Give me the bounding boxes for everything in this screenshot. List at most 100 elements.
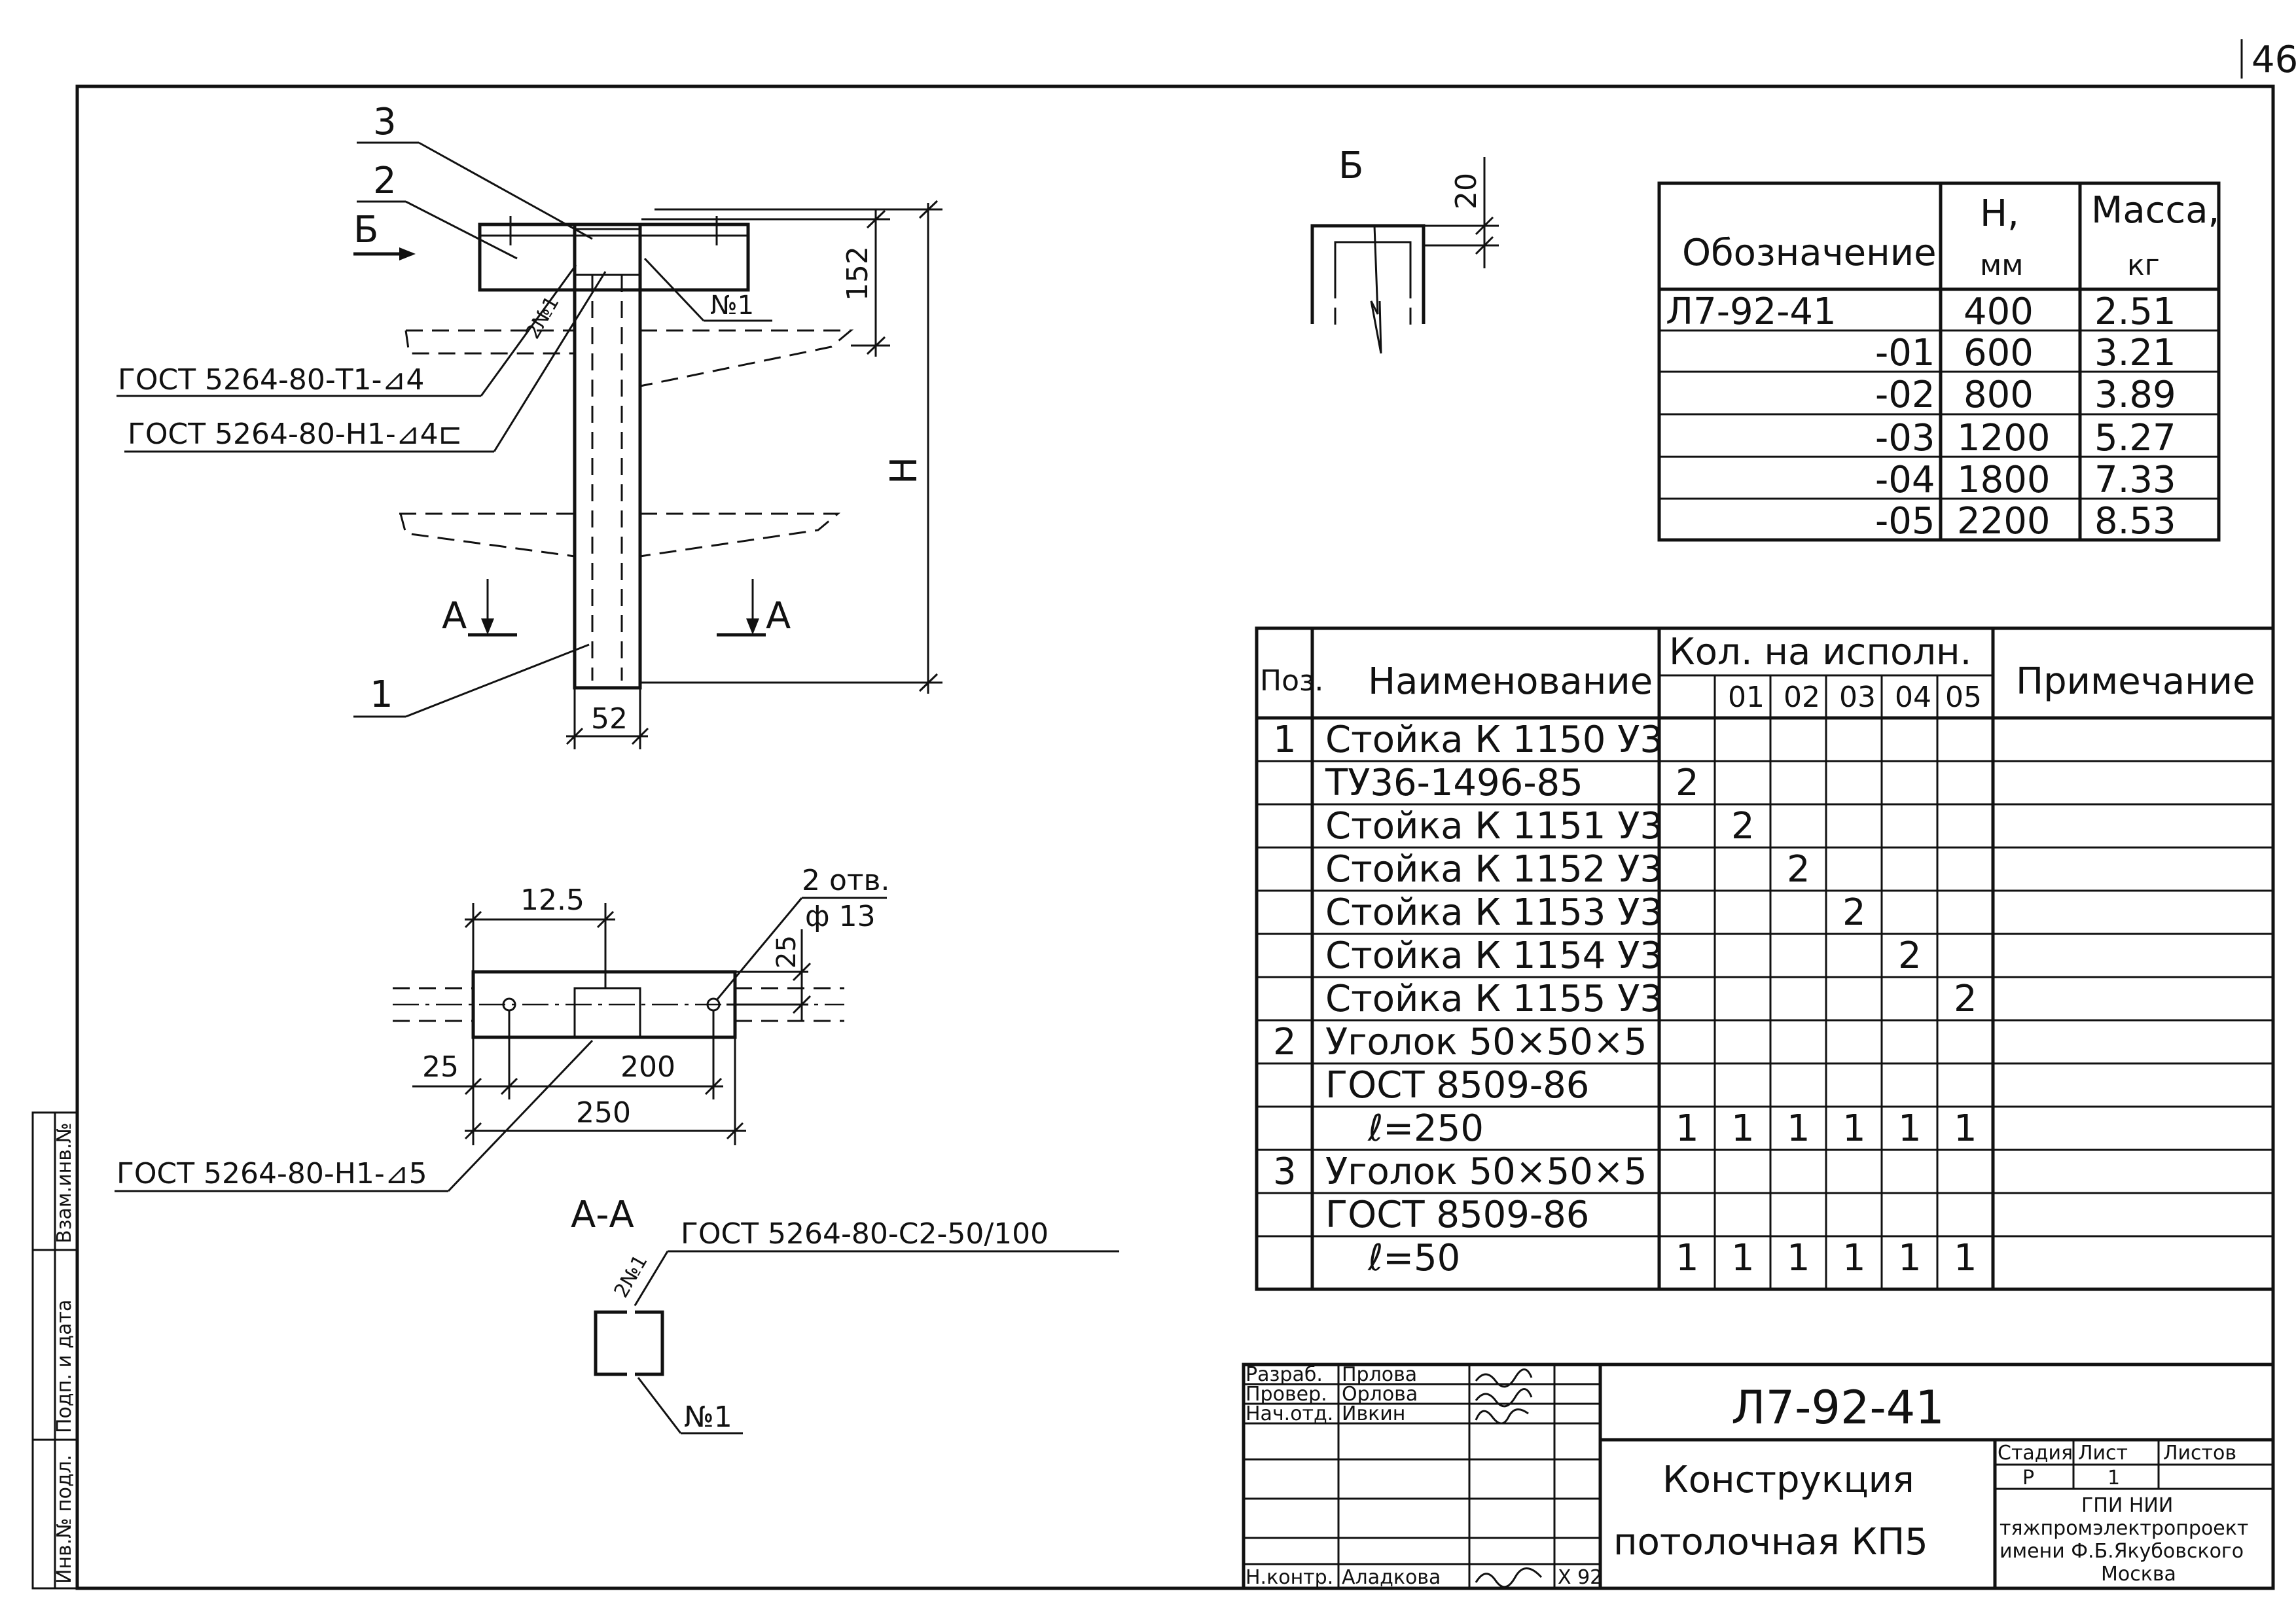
spec-col-03: 03 <box>1839 681 1876 714</box>
spec-col-05: 05 <box>1945 681 1982 714</box>
variants-h: 2200 <box>1957 500 2051 543</box>
org-line-1: ГПИ НИИ <box>2081 1494 2173 1517</box>
signature-2 <box>1475 1388 1533 1408</box>
variants-h: 800 <box>1964 374 2034 416</box>
main-view: А А Б 3 2 1 №1 2№1 ГОСТ 5264-80-Т1-⊿4 ГО… <box>117 101 942 749</box>
gost-weld-n1-label: ГОСТ 5264-80-Н1-⊿4⊏ <box>128 418 462 451</box>
spec-qty: 1 <box>1731 1107 1755 1150</box>
variants-mass: 3.21 <box>2094 332 2176 374</box>
side-stamp: Инв.№ подл. Подп. и дата Взам.инв.№ <box>31 1111 79 1590</box>
spec-name: Стойка К 1154 У3 <box>1325 935 1663 977</box>
weld-leg-2no1: 2№1 <box>522 292 564 343</box>
spec-row-lines <box>1257 760 2273 1238</box>
side-stamp-inv: Инв.№ подл. <box>53 1455 76 1584</box>
spec-row: ГОСТ 8509-86 <box>1325 1064 1589 1107</box>
staff-role-norm-control: Н.контр. <box>1246 1566 1333 1589</box>
staff-name-developer: Прлова <box>1342 1363 1417 1386</box>
view-b-outline <box>1310 224 1426 324</box>
spec-qty: 2 <box>1842 891 1866 934</box>
variants-row-4: -04 1800 7.33 <box>1875 459 2176 501</box>
spec-qty: 1 <box>1676 1107 1699 1150</box>
spec-qty: 1 <box>1898 1237 1922 1279</box>
spec-name: ТУ36-1496-85 <box>1325 762 1583 804</box>
spec-qty: 1 <box>1842 1237 1866 1279</box>
dim-25-left: 25 <box>422 1050 459 1084</box>
variants-header-mass: Масса, <box>2091 189 2219 232</box>
dim-h: Н <box>883 457 925 484</box>
dim-200: 200 <box>620 1050 675 1084</box>
spec-qty: 2 <box>1731 805 1755 847</box>
dim-152: 152 <box>841 246 874 301</box>
title-line-2: потолочная КП5 <box>1613 1521 1928 1563</box>
staff-role-checker: Провер. <box>1246 1383 1327 1406</box>
variants-h: 1200 <box>1957 417 2051 459</box>
section-aa-right-angle <box>635 1310 664 1376</box>
variants-header-h: Н, <box>1980 192 2019 235</box>
dim-25-right: 25 <box>772 935 802 969</box>
side-stamp-replace: Взам.инв.№ <box>53 1122 76 1243</box>
spec-row: ГОСТ 8509-86 <box>1325 1194 1589 1236</box>
variants-row-0: Л7-92-41 400 2.51 <box>1666 291 2176 333</box>
variants-mass: 8.53 <box>2094 500 2176 543</box>
staff-name-norm-control: Аладкова <box>1342 1566 1441 1589</box>
variants-header-mass-unit: кг <box>2127 249 2160 282</box>
callout-2: 2 <box>373 160 397 202</box>
spec-name: ГОСТ 8509-86 <box>1325 1064 1589 1107</box>
org-line-3: имени Ф.Б.Якубовского <box>2000 1540 2244 1563</box>
staff-role-head: Нач.отд. <box>1246 1402 1333 1425</box>
spec-name: Уголок 50×50×5 <box>1325 1021 1647 1063</box>
spec-name: Стойка К 1155 У3 <box>1325 978 1663 1020</box>
spec-qty: 1 <box>1954 1107 1977 1150</box>
spec-qty: 1 <box>1842 1107 1866 1150</box>
variants-h: 400 <box>1964 291 2034 333</box>
variants-table: Обозначение Н, мм Масса, кг Л7-92-41 400… <box>1657 181 2221 543</box>
variants-row-1: -01 600 3.21 <box>1875 332 2176 374</box>
holes-note-2: ф 13 <box>805 900 876 933</box>
spec-col-02: 02 <box>1784 681 1820 714</box>
org-line-2: тяжпромэлектропроект <box>2000 1517 2248 1540</box>
spec-qty: 2 <box>1676 762 1699 804</box>
spec-name: Стойка К 1152 У3 <box>1325 848 1663 891</box>
dim-12-5: 12.5 <box>520 883 584 917</box>
variants-designation: -01 <box>1875 332 1935 374</box>
section-aa-gost-label: ГОСТ 5264-80-С2-50/100 <box>681 1217 1049 1251</box>
variants-mass: 3.89 <box>2094 374 2176 416</box>
spec-qty: 1 <box>1787 1237 1810 1279</box>
variants-mass: 2.51 <box>2094 291 2176 333</box>
spec-header-note: Примечание <box>2016 660 2255 703</box>
spec-qty: 1 <box>1898 1107 1922 1150</box>
staff-name-checker: Орлова <box>1342 1383 1418 1406</box>
sheet-number: 46 <box>2251 39 2296 81</box>
spec-row: ТУ36-1496-85 2 <box>1325 762 1699 804</box>
spec-qty: 1 <box>1676 1237 1699 1279</box>
section-a-label-right: А <box>766 595 791 637</box>
spec-qty: 2 <box>1954 978 1977 1020</box>
plan-view: 12.5 2 отв. ф 13 25 25 200 250 ГОСТ 5264… <box>115 864 889 1192</box>
plan-post <box>573 987 641 1039</box>
spec-row: Стойка К 1155 У3 2 <box>1325 978 1977 1020</box>
variants-row-5: -05 2200 8.53 <box>1875 500 2176 543</box>
variants-row-2: -02 800 3.89 <box>1875 374 2176 416</box>
variants-h: 1800 <box>1957 459 2051 501</box>
sheet-label: Лист <box>2078 1442 2128 1465</box>
angle-pos2 <box>478 223 750 292</box>
spec-name: ℓ=50 <box>1367 1237 1460 1279</box>
section-aa-left-angle <box>594 1310 627 1376</box>
view-b: Б 20 <box>1310 145 1499 354</box>
variants-row-3: -03 1200 5.27 <box>1875 417 2176 459</box>
signature-4 <box>1475 1567 1543 1588</box>
spec-col-01: 01 <box>1728 681 1765 714</box>
variants-designation: -04 <box>1875 459 1935 501</box>
staff-role-developer: Разраб. <box>1246 1363 1323 1386</box>
variants-designation: Л7-92-41 <box>1666 291 1837 333</box>
staff-name-head: Ивкин <box>1342 1402 1405 1425</box>
title-line-1: Конструкция <box>1662 1459 1914 1501</box>
title-block: Разраб. Прлова Провер. Орлова Нач.отд. И… <box>1242 1363 2275 1590</box>
variants-h: 600 <box>1964 332 2034 374</box>
section-a-label-left: А <box>442 595 467 637</box>
gost-weld-n1-5-label: ГОСТ 5264-80-Н1-⊿5 <box>117 1157 427 1190</box>
spec-header-pos: Поз. <box>1260 664 1323 698</box>
